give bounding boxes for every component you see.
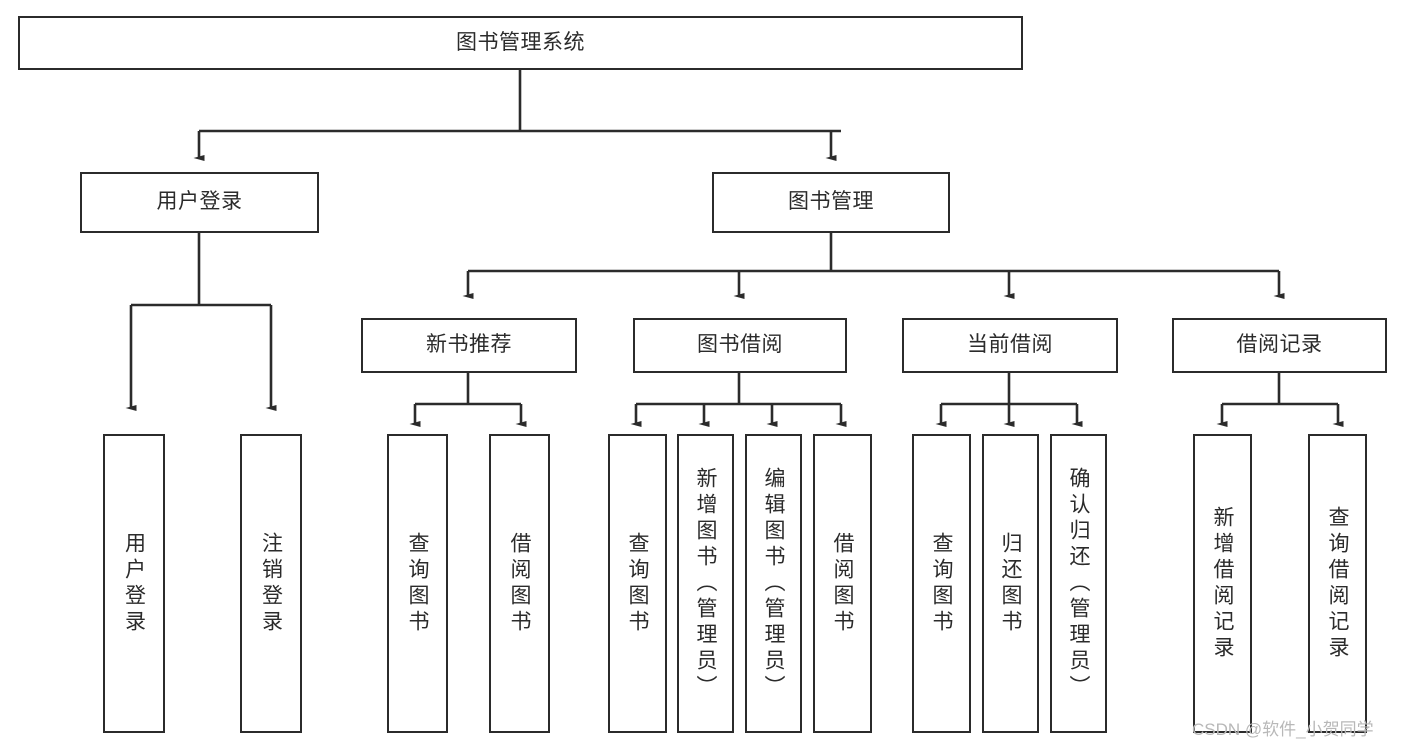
leaf-borrow-book-1-label: 借阅图书 [508,531,531,636]
csdn-watermark: CSDN @软件_小贺同学 [1192,720,1374,739]
leaf-user-login[interactable]: 用户登录 [103,434,165,733]
leaf-query-record-label: 查询借阅记录 [1326,505,1349,662]
node-book-borrow[interactable]: 图书借阅 [633,318,847,373]
node-new-book-rec-label: 新书推荐 [426,333,512,357]
leaf-borrow-book-2-label: 借阅图书 [831,531,854,636]
leaf-borrow-book-1[interactable]: 借阅图书 [489,434,550,733]
node-current-borrow-label: 当前借阅 [967,333,1053,357]
node-borrow-record-label: 借阅记录 [1236,333,1323,357]
leaf-query-book-2[interactable]: 查询图书 [608,434,667,733]
node-user-login[interactable]: 用户登录 [80,172,319,233]
leaf-add-record[interactable]: 新增借阅记录 [1193,434,1252,733]
node-borrow-record[interactable]: 借阅记录 [1172,318,1387,373]
leaf-logout-label: 注销登录 [259,531,283,636]
leaf-query-book-3-label: 查询图书 [930,531,953,636]
node-root[interactable]: 图书管理系统 [18,16,1023,70]
leaf-logout[interactable]: 注销登录 [240,434,302,733]
leaf-add-book[interactable]: 新增图书（管理员） [677,434,734,733]
node-book-manage[interactable]: 图书管理 [712,172,950,233]
node-new-book-rec[interactable]: 新书推荐 [361,318,577,373]
node-book-borrow-label: 图书借阅 [697,333,783,357]
leaf-confirm-return[interactable]: 确认归还（管理员） [1050,434,1107,733]
leaf-query-book-2-label: 查询图书 [626,531,649,636]
leaf-query-book-3[interactable]: 查询图书 [912,434,971,733]
leaf-query-record[interactable]: 查询借阅记录 [1308,434,1367,733]
leaf-borrow-book-2[interactable]: 借阅图书 [813,434,872,733]
leaf-edit-book[interactable]: 编辑图书（管理员） [745,434,802,733]
leaf-add-record-label: 新增借阅记录 [1211,505,1234,662]
leaf-return-book[interactable]: 归还图书 [982,434,1039,733]
leaf-confirm-return-label: 确认归还（管理员） [1067,466,1090,701]
node-current-borrow[interactable]: 当前借阅 [902,318,1118,373]
node-user-login-label: 用户登录 [156,190,243,214]
leaf-return-book-label: 归还图书 [999,531,1022,636]
leaf-query-book-1[interactable]: 查询图书 [387,434,448,733]
leaf-add-book-label: 新增图书（管理员） [694,466,717,701]
node-book-manage-label: 图书管理 [788,190,874,214]
node-root-label: 图书管理系统 [456,30,585,54]
leaf-user-login-label: 用户登录 [122,531,146,636]
leaf-edit-book-label: 编辑图书（管理员） [762,466,785,701]
leaf-query-book-1-label: 查询图书 [406,531,429,636]
